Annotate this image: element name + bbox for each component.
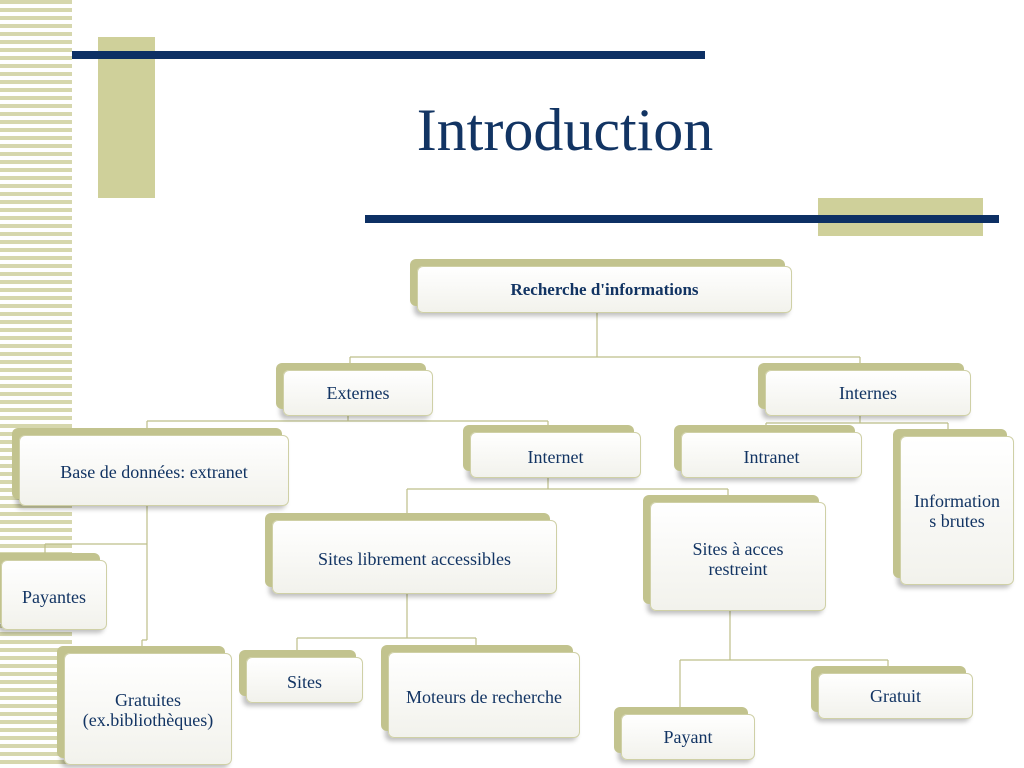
connector-internet	[406, 478, 729, 516]
node-externes: Externes	[283, 370, 433, 416]
node-label: Internet	[527, 447, 584, 467]
node-recherche-informations: Recherche d'informations	[417, 266, 792, 313]
connector-externes	[146, 416, 549, 434]
node-label: Informations brutes	[914, 491, 1000, 531]
node-gratuites: Gratuites (ex.bibliothèques)	[64, 653, 232, 765]
node-label: Externes	[326, 383, 390, 403]
node-internet: Internet	[470, 432, 641, 478]
accent-block-left	[98, 37, 155, 198]
connector-base	[44, 506, 148, 652]
node-gratuit: Gratuit	[818, 673, 973, 719]
node-payant: Payant	[621, 714, 755, 760]
connector-root	[349, 313, 861, 368]
node-label: Gratuites (ex.bibliothèques)	[82, 690, 214, 730]
node-intranet: Intranet	[681, 432, 862, 478]
node-sites-acces-restreint: Sites à acces restreint	[650, 502, 826, 611]
node-label: Moteurs de recherche	[406, 687, 562, 707]
node-label: Recherche d'informations	[510, 279, 699, 299]
node-base-donnees: Base de données: extranet	[19, 435, 289, 506]
node-label: Payant	[663, 727, 713, 747]
node-label: Sites librement accessibles	[318, 549, 511, 569]
node-label: Gratuit	[870, 686, 921, 706]
node-label: Sites à acces restreint	[692, 539, 784, 579]
connector-internes	[765, 416, 949, 432]
title-bar-bottom	[365, 215, 999, 223]
node-sites-librement-accessibles: Sites librement accessibles	[272, 520, 557, 594]
node-payantes: Payantes	[1, 560, 107, 630]
node-sites: Sites	[246, 657, 363, 703]
node-moteurs-recherche: Moteurs de recherche	[388, 652, 580, 738]
node-label: Intranet	[743, 447, 800, 467]
node-label: Sites	[286, 672, 322, 692]
node-label: Internes	[839, 383, 897, 403]
node-informations-brutes: Informations brutes	[900, 436, 1014, 585]
node-label: Payantes	[22, 587, 86, 607]
connector-sites-libres	[296, 594, 477, 652]
connector-sites-restreint	[679, 611, 889, 710]
page-title: Introduction	[416, 97, 714, 163]
title-bar-top	[72, 51, 705, 59]
node-label: Base de données: extranet	[60, 462, 248, 482]
node-internes: Internes	[765, 370, 971, 416]
decorative-stripes	[0, 0, 72, 768]
